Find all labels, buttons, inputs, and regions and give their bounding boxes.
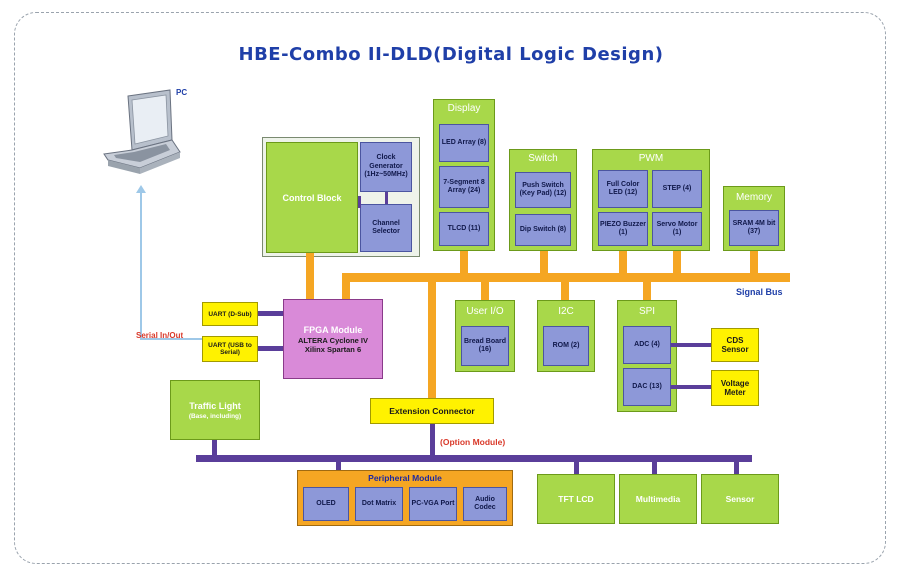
fpga-line1: ALTERA Cyclone IV (297, 335, 368, 345)
dip-switch: Dip Switch (8) (515, 214, 571, 246)
option-module-label: (Option Module) (440, 437, 506, 447)
tlcd: TLCD (11) (439, 212, 489, 246)
sram: SRAM 4M bit (37) (729, 210, 779, 246)
diagram-frame (14, 12, 886, 564)
adc-cds-link (671, 343, 711, 347)
bus-to-userio (481, 282, 489, 300)
option-to-sensor (734, 462, 739, 474)
channel-selector: Channel Selector (360, 204, 412, 252)
uart1-link (258, 311, 284, 316)
i2c-title: I2C (558, 306, 574, 317)
pwm-to-bus-1 (619, 251, 627, 273)
control-to-bus (306, 253, 314, 299)
serial-label: Serial In/Out (136, 331, 184, 340)
serial-link-horizontal (140, 338, 202, 340)
signal-bus (342, 273, 790, 282)
traffic-light-title: Traffic Light (189, 400, 241, 411)
pwm-to-bus-2 (673, 251, 681, 273)
clock-generator: Clock Generator (1Hz~50MHz) (360, 142, 412, 192)
sensor: Sensor (701, 474, 779, 524)
diagram-title: HBE-Combo II-DLD(Digital Logic Design) (238, 44, 664, 65)
step-motor: STEP (4) (652, 170, 702, 208)
extension-connector: Extension Connector (370, 398, 494, 424)
push-switch: Push Switch (Key Pad) (12) (515, 172, 571, 208)
rom: ROM (2) (543, 326, 589, 366)
fpga-title: FPGA Module (303, 324, 363, 335)
control-block: Control Block (266, 142, 358, 253)
bus-to-spi (643, 282, 651, 300)
traffic-light-sub: (Base, including) (188, 412, 242, 420)
voltage-meter: Voltage Meter (711, 370, 759, 406)
peripheral-title: Peripheral Module (368, 473, 442, 483)
fpga-line2: Xilinx Spartan 6 (304, 344, 362, 354)
traffic-light: Traffic Light (Base, including) (170, 380, 260, 440)
bread-board: Bread Board (16) (461, 326, 509, 366)
uart-dsub: UART (D-Sub) (202, 302, 258, 326)
memory-title: Memory (735, 192, 773, 203)
option-to-peripheral (336, 462, 341, 474)
extension-to-option-bus (430, 424, 435, 456)
dac: DAC (13) (623, 368, 671, 406)
servo-motor: Servo Motor (1) (652, 212, 702, 246)
display-to-bus (460, 251, 468, 273)
serial-link-vertical (140, 192, 142, 339)
option-bus (196, 455, 752, 462)
bus-to-extension (428, 282, 436, 398)
display-title: Display (447, 103, 481, 114)
userio-title: User I/O (466, 306, 504, 317)
bus-to-i2c (561, 282, 569, 300)
led-array: LED Array (8) (439, 124, 489, 162)
spi-title: SPI (638, 306, 656, 317)
pwm-title: PWM (638, 153, 664, 164)
option-to-multimedia (652, 462, 657, 474)
laptop-icon (100, 88, 184, 184)
multimedia: Multimedia (619, 474, 697, 524)
traffic-to-option-bus (212, 440, 217, 456)
dac-voltage-link (671, 385, 711, 389)
piezo-buzzer: PIEZO Buzzer (1) (598, 212, 648, 246)
switch-to-bus (540, 251, 548, 273)
control-to-channel-link (358, 196, 361, 208)
clock-channel-link (385, 192, 388, 204)
option-to-tft (574, 462, 579, 474)
tft-lcd: TFT LCD (537, 474, 615, 524)
seven-segment-array: 7-Segment 8 Array (24) (439, 166, 489, 208)
pc-label: PC (176, 88, 188, 97)
dot-matrix: Dot Matrix (355, 487, 403, 521)
audio-codec: Audio Codec (463, 487, 507, 521)
pc-vga-port: PC-VGA Port (409, 487, 457, 521)
switch-title: Switch (528, 153, 558, 164)
signal-bus-label: Signal Bus (736, 287, 783, 297)
serial-link-arrow (136, 185, 146, 193)
memory-to-bus (750, 251, 758, 273)
oled: OLED (303, 487, 349, 521)
full-color-led: Full Color LED (12) (598, 170, 648, 208)
fpga-module: FPGA Module ALTERA Cyclone IV Xilinx Spa… (283, 299, 383, 379)
cds-sensor: CDS Sensor (711, 328, 759, 362)
adc: ADC (4) (623, 326, 671, 364)
uart2-link (258, 346, 284, 351)
uart-usb-serial: UART (USB to Serial) (202, 336, 258, 362)
fpga-to-bus (342, 273, 350, 299)
